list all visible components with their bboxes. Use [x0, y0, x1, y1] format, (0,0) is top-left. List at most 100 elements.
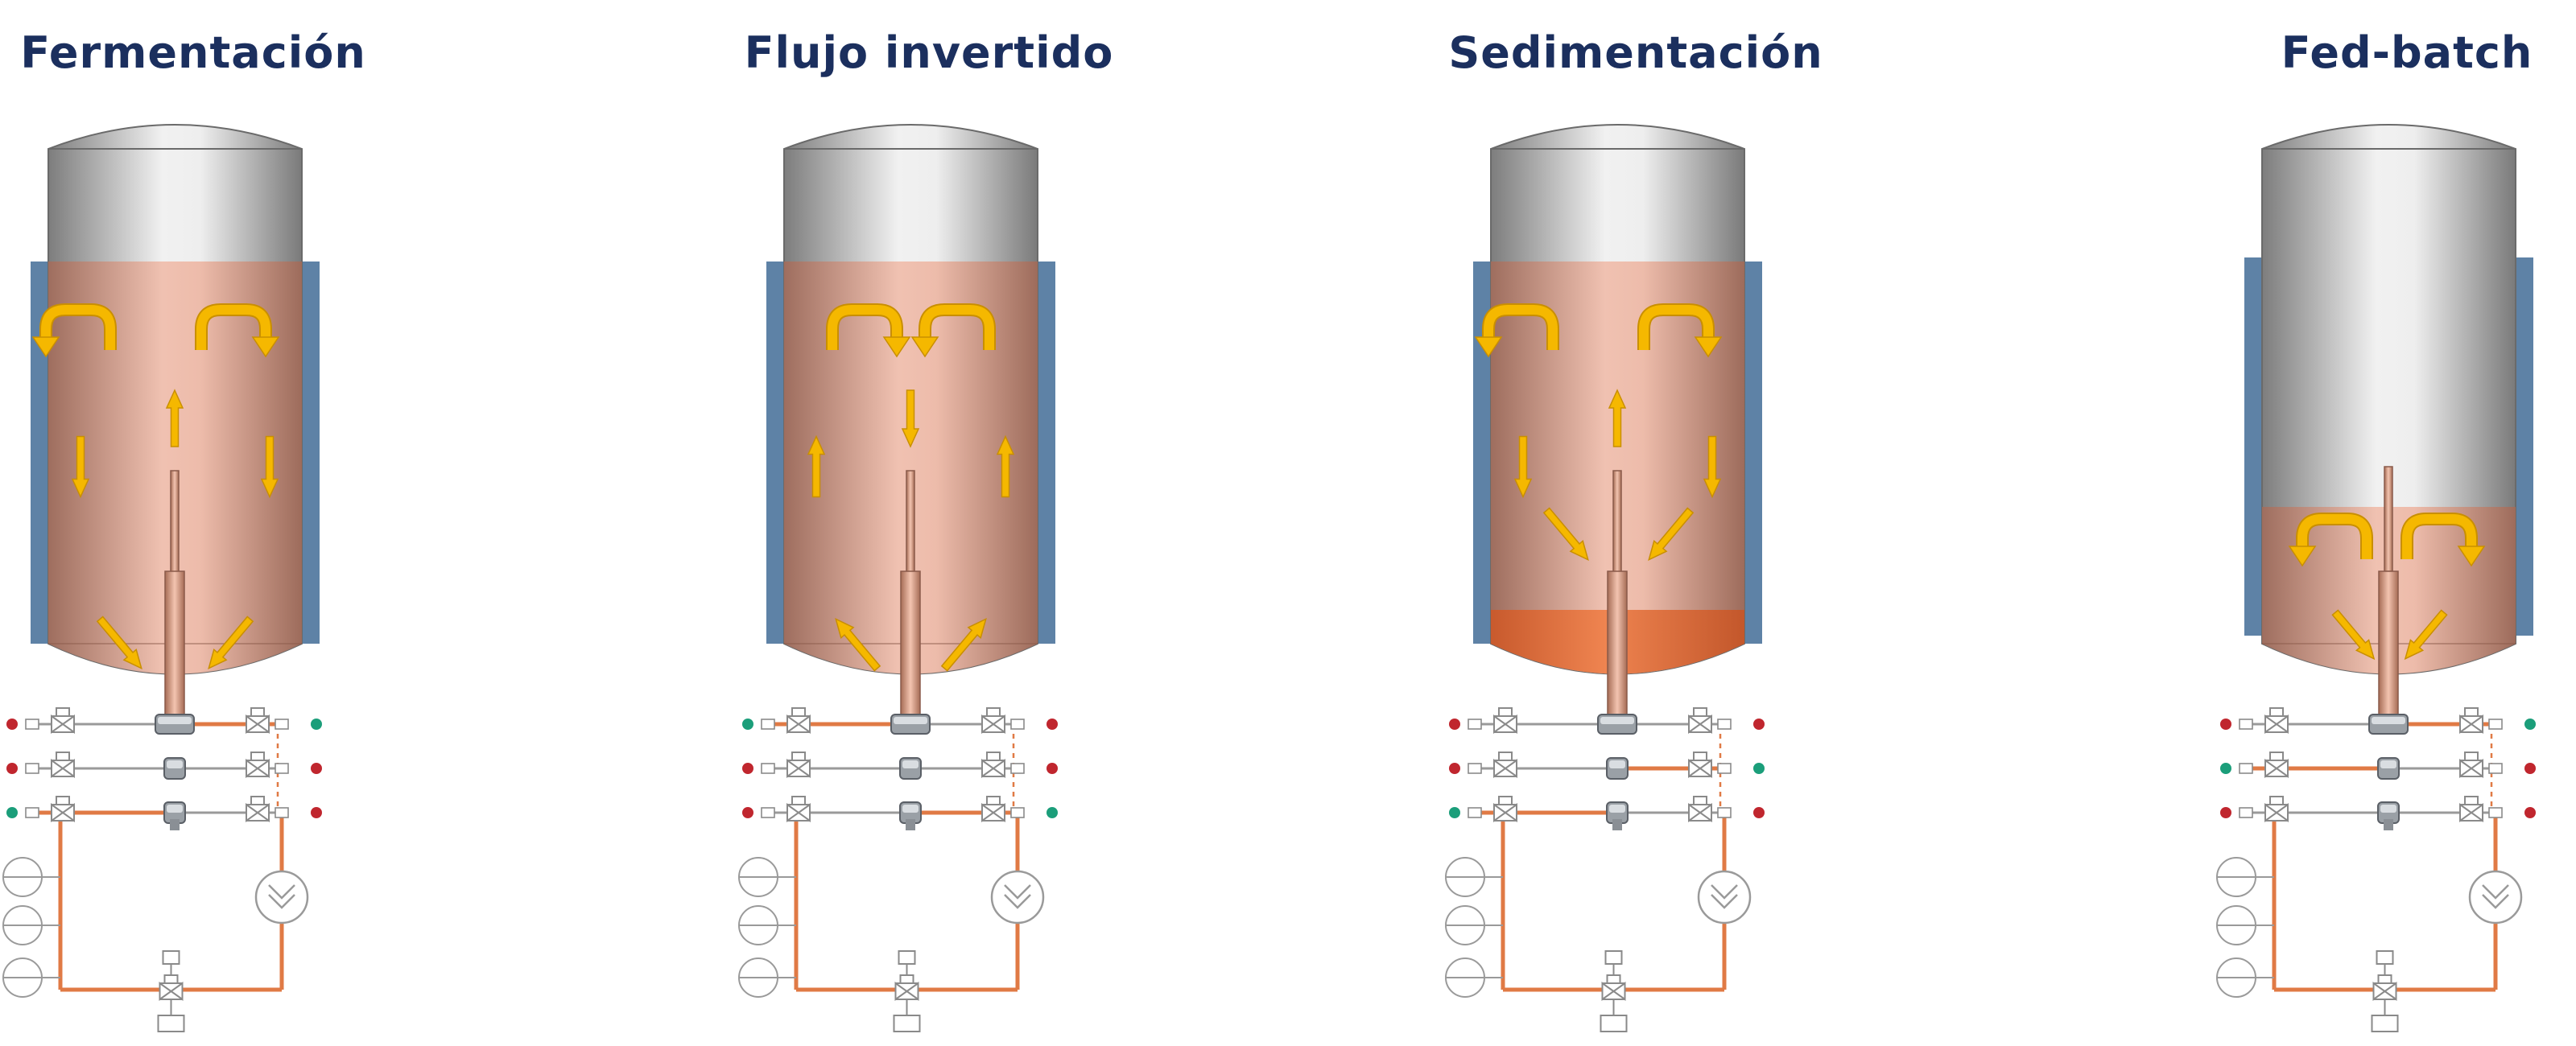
valve-actuator	[1693, 796, 1707, 805]
valve-symbol	[2470, 803, 2483, 822]
valve-symbol	[2383, 982, 2397, 1001]
sparger-tube	[1607, 570, 1628, 717]
cooling-jacket-left	[2244, 257, 2262, 636]
status-indicator-left	[6, 719, 18, 730]
valve-symbol	[256, 714, 270, 734]
valve-actuator-top	[2376, 950, 2394, 965]
valve-symbol	[1493, 759, 1507, 778]
pump-chevron	[1004, 884, 1031, 900]
agitator-shaft	[170, 470, 180, 576]
cooling-jacket-right	[2516, 257, 2533, 636]
culture-liquid	[48, 262, 302, 674]
pipe-fitting	[2488, 807, 2503, 818]
valve-symbol	[786, 803, 800, 822]
valve-symbol	[992, 803, 1005, 822]
pipe-fitting	[25, 763, 39, 774]
manifold-highlight	[1600, 717, 1634, 724]
agitator-shaft	[1612, 470, 1622, 576]
panel-title: Fed-batch	[2281, 27, 2533, 78]
pipe-fitting	[25, 807, 39, 818]
valve-symbol	[797, 803, 811, 822]
pump-chevron	[1004, 894, 1031, 909]
panel-fermentation: Fermentación	[0, 0, 386, 1046]
pipe-fitting	[1010, 763, 1025, 774]
panel-inverted-flow: Flujo invertido	[736, 0, 1122, 1046]
valve-actuator-top	[162, 950, 180, 965]
pipe-fitting	[275, 807, 289, 818]
valve-symbol	[905, 982, 919, 1001]
status-indicator-left	[2220, 807, 2231, 818]
flow-arrow-curve	[41, 305, 115, 350]
pipe-fitting	[1010, 807, 1025, 818]
valve-symbol	[1504, 714, 1517, 734]
flow-arrows	[31, 303, 280, 670]
flow-arrow	[901, 389, 920, 448]
panel-title: Sedimentación	[1448, 27, 1823, 78]
valve-symbol	[797, 714, 811, 734]
valve-symbol	[1688, 759, 1702, 778]
status-indicator-left	[1449, 719, 1460, 730]
manifold-highlight	[2380, 760, 2396, 768]
valve-symbol	[1612, 982, 1626, 1001]
panel-title: Fermentación	[20, 27, 366, 78]
flow-arrow	[835, 617, 881, 672]
pipe-fitting	[2239, 763, 2253, 774]
panel-fed-batch: Fed-batch	[2214, 0, 2576, 1046]
valve-symbol	[2275, 759, 2289, 778]
valve-symbol	[992, 759, 1005, 778]
manifold-highlight	[902, 760, 919, 768]
flow-arrow	[165, 389, 184, 447]
sparger-tube	[164, 570, 185, 717]
valve-actuator-top	[1604, 950, 1623, 965]
valve-actuator	[250, 707, 265, 717]
valve-symbol	[61, 759, 75, 778]
manifold-highlight	[167, 760, 183, 768]
valve-actuator	[1498, 707, 1513, 717]
manifold-highlight	[1609, 805, 1625, 813]
sparger-tube	[2378, 570, 2399, 717]
reactor-diagram-sedimentation	[1445, 124, 1765, 1032]
status-indicator-left	[742, 763, 753, 774]
manifold-highlight	[1609, 760, 1625, 768]
pipe-fitting	[1468, 719, 1482, 730]
pipe-fitting	[1468, 763, 1482, 774]
valve-symbol	[2459, 714, 2473, 734]
valve-actuator	[2464, 752, 2479, 761]
flow-arrow-head	[1474, 336, 1503, 358]
status-indicator-right	[2524, 719, 2536, 730]
valve-symbol	[1699, 759, 1712, 778]
status-indicator-right	[1046, 763, 1058, 774]
valve-actuator	[2464, 796, 2479, 805]
valve-symbol	[797, 759, 811, 778]
valve-symbol	[981, 714, 995, 734]
pipe-fitting	[761, 807, 775, 818]
pipe-fitting	[2239, 719, 2253, 730]
cooling-jacket-left	[1473, 262, 1491, 644]
status-indicator-left	[6, 807, 18, 818]
reactor-diagram-fermentation	[2, 124, 322, 1032]
valve-symbol	[2372, 982, 2387, 1001]
panel-title: Flujo invertido	[744, 27, 1114, 78]
agitator-shaft	[906, 470, 915, 576]
valve-symbol	[256, 803, 270, 822]
pipe-fitting	[1717, 763, 1732, 774]
flow-arrow	[940, 617, 987, 672]
manifold-highlight	[167, 805, 183, 813]
valve-symbol	[2264, 759, 2278, 778]
flow-arrows	[1474, 303, 1723, 562]
flow-arrow	[996, 434, 1015, 498]
valve-actuator	[250, 796, 265, 805]
pump-chevron	[1711, 894, 1738, 909]
valve-actuator	[791, 796, 806, 805]
valve-actuator	[2269, 752, 2284, 761]
flow-arrow	[1542, 507, 1589, 562]
valve-symbol	[2264, 714, 2278, 734]
valve-actuator	[163, 974, 179, 984]
flow-arrow-curve	[1639, 305, 1713, 350]
flow-arrow-curve	[828, 305, 902, 350]
valve-actuator	[2269, 796, 2284, 805]
valve-symbol	[256, 759, 270, 778]
pump-chevron	[2482, 894, 2509, 909]
valve-symbol	[51, 803, 64, 822]
status-indicator-left	[2220, 719, 2231, 730]
